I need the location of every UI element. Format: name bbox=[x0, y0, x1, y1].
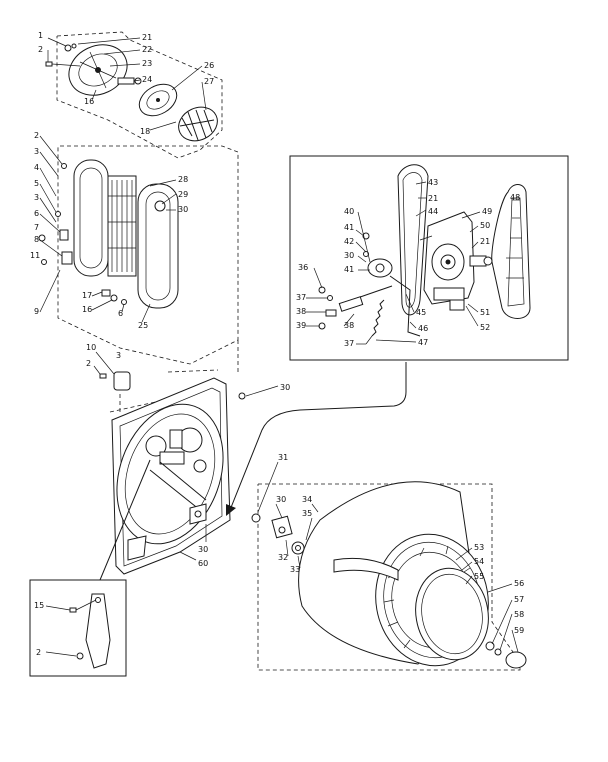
drum-seal bbox=[415, 567, 489, 661]
callout-46: 46 bbox=[418, 324, 428, 333]
callout-15: 15 bbox=[34, 601, 44, 610]
callout-38: 38 bbox=[344, 321, 354, 330]
callout-51: 51 bbox=[480, 308, 490, 317]
drum-baffle bbox=[333, 557, 399, 581]
blower-shaft bbox=[117, 77, 135, 85]
callout-2: 2 bbox=[36, 648, 41, 657]
callout-4: 4 bbox=[34, 163, 39, 172]
callout-57: 57 bbox=[514, 595, 524, 604]
callout-43: 43 bbox=[428, 178, 438, 187]
callout-24: 24 bbox=[142, 75, 152, 84]
callout-3: 3 bbox=[34, 147, 39, 156]
callout-37: 37 bbox=[296, 293, 306, 302]
callout-38: 38 bbox=[296, 307, 306, 316]
callout-54: 54 bbox=[474, 557, 484, 566]
callout-34: 34 bbox=[302, 495, 312, 504]
callout-28: 28 bbox=[178, 175, 188, 184]
callout-22: 22 bbox=[142, 45, 152, 54]
callout-53: 53 bbox=[474, 543, 484, 552]
callout-21: 21 bbox=[480, 237, 490, 246]
callout-17: 17 bbox=[82, 291, 92, 300]
callout-18: 18 bbox=[140, 127, 150, 136]
callout-32: 32 bbox=[278, 553, 288, 562]
callout-30: 30 bbox=[344, 251, 354, 260]
callout-6: 6 bbox=[34, 209, 39, 218]
callout-36: 36 bbox=[298, 263, 308, 272]
callout-2: 2 bbox=[86, 359, 91, 368]
callout-56: 56 bbox=[514, 579, 524, 588]
callout-30: 30 bbox=[198, 545, 208, 554]
callout-8: 8 bbox=[34, 235, 39, 244]
motor-belt bbox=[491, 184, 531, 319]
callout-6: 6 bbox=[118, 309, 123, 318]
callout-23: 23 bbox=[142, 59, 152, 68]
callout-3: 3 bbox=[116, 351, 121, 360]
callout-42: 42 bbox=[344, 237, 354, 246]
callout-41: 41 bbox=[344, 223, 354, 232]
callout-29: 29 bbox=[178, 190, 188, 199]
callout-26: 26 bbox=[204, 61, 214, 70]
idler-arm bbox=[338, 296, 364, 312]
callout-30: 30 bbox=[178, 205, 188, 214]
drum-group bbox=[251, 461, 527, 671]
heater-duct-group bbox=[38, 135, 239, 365]
callout-47: 47 bbox=[418, 338, 428, 347]
callout-25: 25 bbox=[138, 321, 148, 330]
callout-35: 35 bbox=[302, 509, 312, 518]
callout-16: 16 bbox=[82, 305, 92, 314]
callout-2: 2 bbox=[38, 45, 43, 54]
blower-housing-group bbox=[45, 31, 223, 159]
heater-coil bbox=[107, 175, 137, 277]
callout-58: 58 bbox=[514, 610, 524, 619]
callout-37: 37 bbox=[344, 339, 354, 348]
idler-spring bbox=[371, 299, 385, 337]
callout-21: 21 bbox=[428, 194, 438, 203]
callout-labels: 1 2 21 22 23 24 26 27 16 18 2 3 4 5 3 6 … bbox=[30, 31, 524, 657]
callout-45: 45 bbox=[416, 308, 426, 317]
callout-3: 3 bbox=[34, 193, 39, 202]
callout-30: 30 bbox=[276, 495, 286, 504]
callout-33: 33 bbox=[290, 565, 300, 574]
callout-40: 40 bbox=[344, 207, 354, 216]
callout-59: 59 bbox=[514, 626, 524, 635]
callout-52: 52 bbox=[480, 323, 490, 332]
callout-55: 55 bbox=[474, 572, 484, 581]
callout-9: 9 bbox=[34, 307, 39, 316]
callout-48: 48 bbox=[510, 193, 520, 202]
blower-wheel bbox=[178, 106, 218, 142]
access-cover bbox=[85, 593, 111, 669]
drum-knob bbox=[505, 651, 527, 669]
callout-39: 39 bbox=[296, 321, 306, 330]
access-cover-inset bbox=[29, 459, 151, 677]
callout-1: 1 bbox=[38, 31, 43, 40]
callout-30: 30 bbox=[280, 383, 290, 392]
inset-frame bbox=[29, 579, 127, 677]
callout-5: 5 bbox=[34, 179, 39, 188]
callout-16: 16 bbox=[84, 97, 94, 106]
callout-27: 27 bbox=[204, 77, 214, 86]
callout-10: 10 bbox=[86, 343, 96, 352]
heater-duct bbox=[73, 159, 109, 277]
callout-2: 2 bbox=[34, 131, 39, 140]
connector-line bbox=[229, 362, 407, 511]
callout-21: 21 bbox=[142, 33, 152, 42]
drive-belt bbox=[397, 164, 429, 316]
callout-31: 31 bbox=[278, 453, 288, 462]
rear-bulkhead bbox=[111, 340, 279, 575]
motor-detail-frame bbox=[289, 155, 569, 361]
motor-belt-group bbox=[289, 155, 569, 361]
callout-44: 44 bbox=[428, 207, 438, 216]
callout-41: 41 bbox=[344, 265, 354, 274]
motor bbox=[419, 211, 493, 311]
drum-roller bbox=[485, 641, 495, 651]
callout-60: 60 bbox=[198, 559, 208, 568]
callout-49: 49 bbox=[482, 207, 492, 216]
callout-50: 50 bbox=[480, 221, 490, 230]
callout-11: 11 bbox=[30, 251, 40, 260]
callout-7: 7 bbox=[34, 223, 39, 232]
